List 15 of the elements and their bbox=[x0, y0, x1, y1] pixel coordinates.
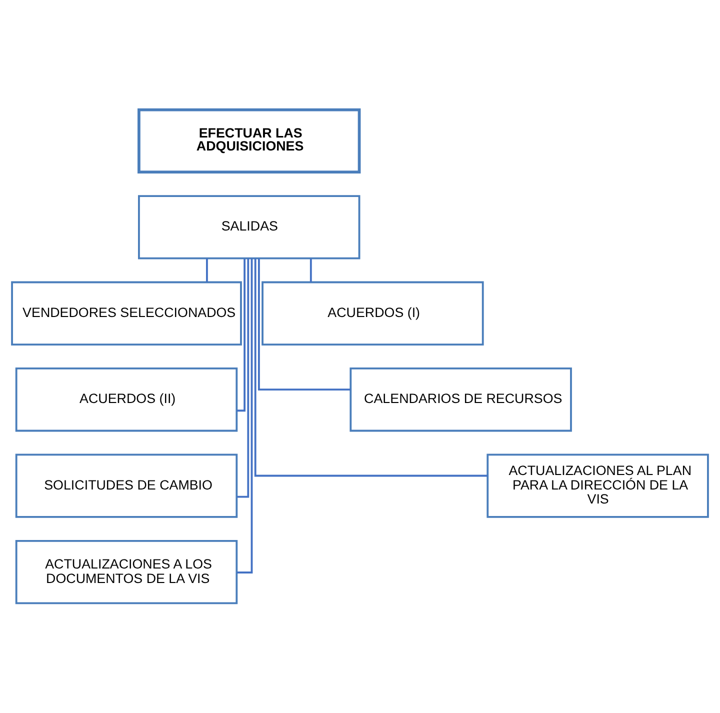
connector bbox=[254, 258, 488, 477]
node-box: ACTUALIZACIONES A LOS DOCUMENTOS DE LA VIS bbox=[15, 540, 238, 604]
node-box: CALENDARIOS DE RECURSOS bbox=[350, 368, 572, 432]
connector bbox=[310, 258, 312, 282]
node-box: ACUERDOS (II) bbox=[15, 368, 238, 432]
node-box: ACUERDOS (I) bbox=[262, 281, 484, 346]
connector bbox=[206, 258, 208, 282]
connector bbox=[236, 258, 250, 498]
node-box: SOLICITUDES DE CAMBIO bbox=[15, 454, 238, 518]
node-box: VENDEDORES SELECCIONADOS bbox=[11, 281, 242, 346]
connector bbox=[258, 258, 350, 390]
node-box: EFECTUAR LAS ADQUISICIONES bbox=[138, 108, 361, 174]
node-box: SALIDAS bbox=[138, 195, 360, 260]
node-box: ACTUALIZACIONES AL PLAN PARA LA DIRECCIÓN DE LA VIS bbox=[486, 454, 709, 518]
connector bbox=[236, 258, 246, 412]
